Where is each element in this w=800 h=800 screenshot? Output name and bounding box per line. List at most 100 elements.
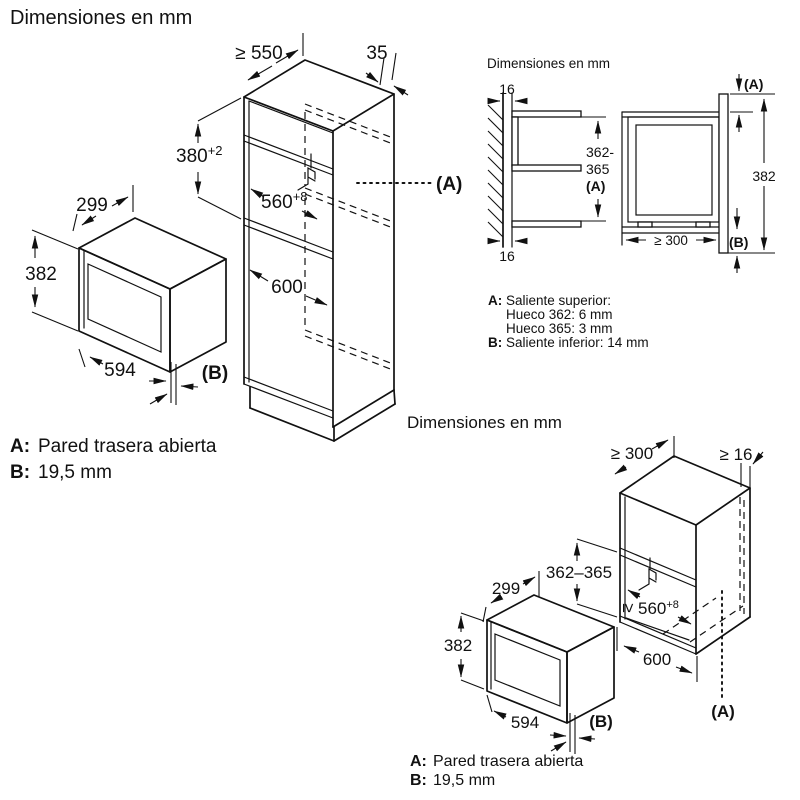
legend-line: A:Pared trasera abierta [410,753,583,770]
microwave-window [494,633,561,707]
dim-microwave-height: 382 [444,612,485,690]
legend-line: Hueco 362: 6 mm [506,307,613,322]
dim-side-trim: (B) [149,363,228,390]
niche-height-line1: 362- [586,144,614,160]
dim-top-edge: 35 [365,43,409,96]
microwave-depth-label: 299 [76,195,108,216]
microwave-width-label: 594 [511,713,539,732]
lower-compartment-label: 600 [271,277,303,298]
dim-lower-compartment: 600 [249,269,328,306]
label-a: (A) [711,702,735,721]
wall-niche-width-label: 560+8 [638,599,679,618]
dim-niche-width: 560+8 [250,188,318,220]
min-depth-label: ≥ 300 [654,233,688,248]
dim-wall-gap-bottom: 16 [487,237,528,264]
dim-protrusion-top: (A) [730,74,775,132]
side-rail-clip [638,557,657,591]
bottom-board [243,376,334,412]
dim-microwave-height: 382 [25,229,79,332]
wall-cabinet-top-face [619,455,751,526]
diagram1-tall-cabinet: ≥ 550 35 380+2 560+8 600 [176,33,462,442]
wall-hatch [487,92,504,248]
label-a: (A) [436,174,462,195]
niche-height-line3: (A) [586,178,605,194]
diagram3-legend: A:Pared trasera abierta B:19,5 mm [410,753,583,789]
oven-body [627,116,720,223]
legend-line: B:19,5 mm [410,772,495,789]
dim-side-trim: (B) [549,712,613,743]
page-title: Dimensiones en mm [10,7,192,29]
niche-height-line2: 365 [586,161,610,177]
niche-width-label: 560+8 [261,189,308,213]
protrusion-bottom-label: (B) [729,234,748,250]
diagram3-wall-unit: Dimensiones en mm [407,413,764,789]
cabinet-plinth [249,386,396,442]
open-back-callout: (A) [711,590,735,721]
microwave-height-label: 382 [25,264,57,285]
oven-foot [695,221,711,228]
cabinet-section-profile [511,92,582,248]
front-height-label: 382 [752,168,776,184]
dim-niche-height: 380+2 [176,97,242,220]
diagram2-legend: A:Saliente superior: Hueco 362: 6 mm Hue… [488,293,649,350]
dim-front-height: 382 [752,98,776,251]
dim-protrusion-bottom: (B) [728,208,775,273]
dim-microwave-width: 594 [486,694,576,754]
oven-front-frame [718,93,729,254]
back-gap-label: ≥ 16 [720,445,753,464]
cabinet-depth-label: ≥ 550 [235,43,282,64]
open-back-callout: (A) [356,174,462,195]
microwave-side [169,258,227,373]
dim-microwave-depth: 299 [72,185,134,232]
dim-wall-niche-height: 362–365 [546,538,618,618]
microwave-depth-label: 299 [492,579,520,598]
wall-niche-height-label: 362–365 [546,563,612,582]
diagram1-microwave: 299 382 594 (B) [25,185,228,405]
microwave-top-face [78,217,227,290]
niche-shelf [243,217,334,253]
top-edge-label: 35 [366,43,387,64]
microwave-window [87,263,162,353]
oven-section [621,93,729,254]
dim-niche-height-section: 362- 365 (A) [581,116,614,222]
dim-back-gap: ≥ 16 [720,445,764,490]
microwave-side [566,626,615,724]
wall-gap-top-label: 16 [499,81,515,97]
open-back-dashed-lines [662,497,745,643]
legend-line: A:Saliente superior: [488,293,611,308]
dim-cabinet-depth: ≥ 550 [235,33,304,81]
side-rail-clip [297,153,316,191]
dim-min-depth-section: ≥ 300 [625,233,717,248]
legend-line: B:Saliente inferior: 14 mm [488,335,649,350]
cabinet-top-face [243,59,395,132]
diagram3-title: Dimensiones en mm [407,413,562,432]
niche-height-label: 380+2 [176,143,223,167]
oven-foot [637,221,653,228]
legend-line: A:Pared trasera abierta [10,436,217,457]
label-b: (B) [589,712,613,731]
oven-cavity [635,124,713,216]
dim-microwave-depth: 299 [482,571,540,623]
protrusion-top-label: (A) [744,76,763,92]
wall-niche-width-geq: ≥ [619,603,638,612]
diagram2-title: Dimensiones en mm [487,56,610,71]
diagram2-cross-section: Dimensiones en mm 16 [487,56,776,350]
diagram3-microwave [486,594,615,724]
wall-cabinet-depth-label: ≥ 300 [611,444,653,463]
top-rail [243,134,334,170]
dim-microwave-width: 594 [78,348,177,405]
microwave-width-label: 594 [104,360,136,381]
dim-wall-cabinet-width: 600 [616,627,698,682]
microwave-top-face [486,594,615,653]
wall-cabinet [619,455,751,655]
legend-line: Hueco 365: 3 mm [506,321,613,336]
dim-wall-cabinet-depth: ≥ 300 [611,436,675,475]
dim-wall-gap-top: 16 [487,81,528,105]
legend-line: B:19,5 mm [10,462,112,483]
open-back-dashed-lines [304,103,394,371]
label-b: (B) [202,363,228,384]
wall-gap-bottom-label: 16 [499,248,515,264]
dim-wall-niche-width: ≥ 560+8 [619,589,692,625]
